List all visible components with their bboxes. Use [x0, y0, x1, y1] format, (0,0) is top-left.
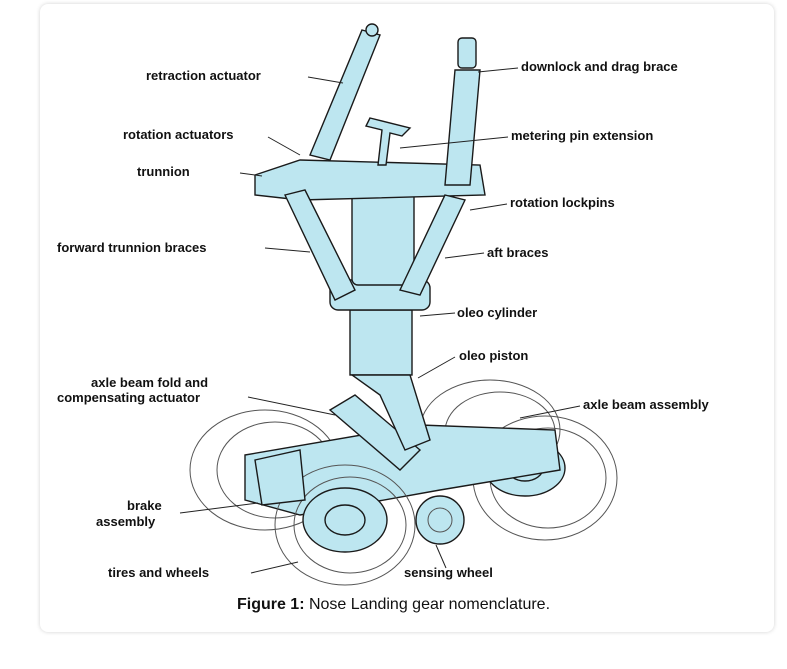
sensing-wheel-shape	[415, 495, 465, 545]
figure-caption: Figure 1: Nose Landing gear nomenclature…	[0, 596, 787, 614]
label-brake-2: assembly	[96, 514, 156, 529]
label-rotation-lockpins: rotation lockpins	[510, 195, 615, 210]
caption-text: Nose Landing gear nomenclature.	[304, 596, 551, 613]
label-sensing-wheel: sensing wheel	[404, 565, 493, 580]
downlock-drag-brace	[444, 69, 481, 186]
oleo-piston-lower	[349, 374, 431, 451]
label-brake-1: brake	[127, 498, 162, 513]
axle-beam-fold	[328, 394, 422, 471]
oleo-piston	[349, 309, 413, 376]
label-oleo-cylinder: oleo cylinder	[457, 305, 537, 320]
aft-brace	[399, 194, 466, 296]
brake-assembly	[254, 449, 306, 506]
caption-prefix: Figure 1:	[236, 596, 305, 613]
label-trunnion: trunnion	[137, 164, 190, 179]
label-aft-braces: aft braces	[487, 245, 548, 260]
forward-trunnion-brace	[284, 189, 356, 301]
label-tires-and-wheels: tires and wheels	[108, 565, 209, 580]
label-axle-beam-assembly: axle beam assembly	[583, 397, 710, 412]
trunnion	[254, 159, 486, 201]
label-axle-beam-fold-1: axle beam fold and	[91, 375, 208, 390]
label-rotation-actuators: rotation actuators	[123, 127, 234, 142]
label-oleo-piston: oleo piston	[459, 348, 528, 363]
label-axle-beam-fold-2: compensating actuator	[57, 390, 200, 405]
front-left-wheel	[274, 464, 416, 586]
metering-pin-extension	[364, 117, 412, 166]
label-downlock-drag-brace: downlock and drag brace	[521, 59, 678, 74]
label-metering-pin-extension: metering pin extension	[511, 128, 653, 143]
oleo-cylinder	[351, 189, 415, 286]
label-retraction-actuator: retraction actuator	[146, 68, 261, 83]
retraction-actuator	[309, 29, 381, 161]
label-forward-trunnion-braces: forward trunnion braces	[57, 240, 207, 255]
leader-lines	[179, 67, 581, 574]
